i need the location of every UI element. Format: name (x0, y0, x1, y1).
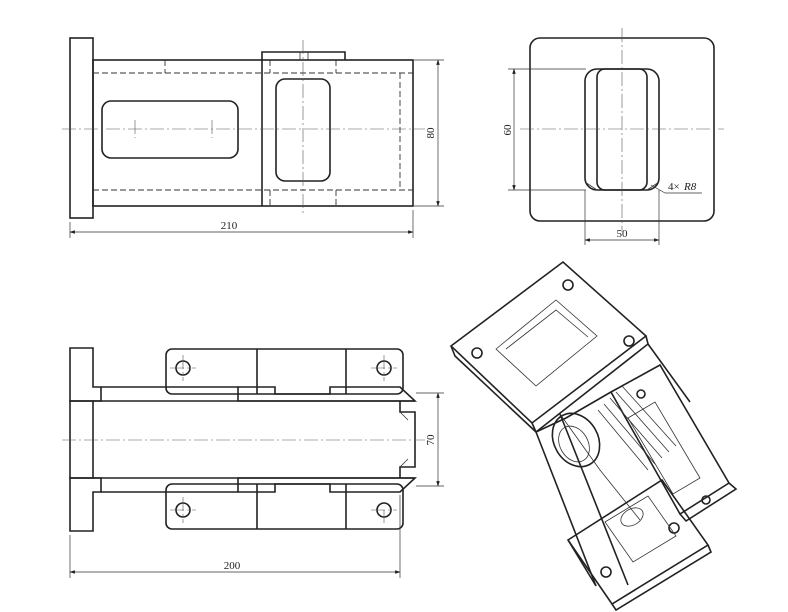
dim-label-top-width: 70 (425, 434, 437, 446)
iso-boss-hole-1 (636, 389, 646, 399)
top-ear-lower (165, 483, 404, 530)
section-flange-lower (69, 477, 102, 532)
fillet-leader (650, 184, 666, 194)
section-wall-lower (237, 477, 418, 493)
section-end-cap (399, 401, 416, 478)
section-flange-upper (69, 347, 102, 402)
front-left-slot (101, 100, 239, 159)
front-view: 210 80 (62, 37, 444, 238)
iso-flange-hole-2 (562, 279, 574, 291)
top-section-view: 70 200 (62, 347, 444, 578)
iso-ear-hole-1 (600, 566, 612, 578)
front-body (92, 59, 414, 207)
iso-flange-hole-3 (623, 335, 635, 347)
fillet-note-prefix: 4× (668, 181, 680, 193)
iso-flange-hole-1 (471, 347, 483, 359)
dim-label-side-width: 50 (617, 228, 629, 240)
iso-lower-ear (566, 478, 710, 606)
dim-label-top-length: 200 (224, 560, 241, 572)
dim-label-side-height: 60 (502, 124, 514, 136)
front-top-boss (261, 51, 346, 60)
front-flange (69, 37, 94, 219)
fillet-note-radius: R8 (683, 181, 697, 193)
iso-boss-hole-2 (701, 495, 711, 505)
iso-bore (551, 412, 601, 468)
iso-body-edge-left (535, 431, 597, 587)
dim-label-front-height: 80 (425, 127, 437, 139)
side-view: 60 50 4× R8 (502, 28, 724, 245)
dim-label-front-length: 210 (221, 220, 238, 232)
isometric-view (449, 260, 738, 612)
iso-flange (449, 260, 648, 425)
